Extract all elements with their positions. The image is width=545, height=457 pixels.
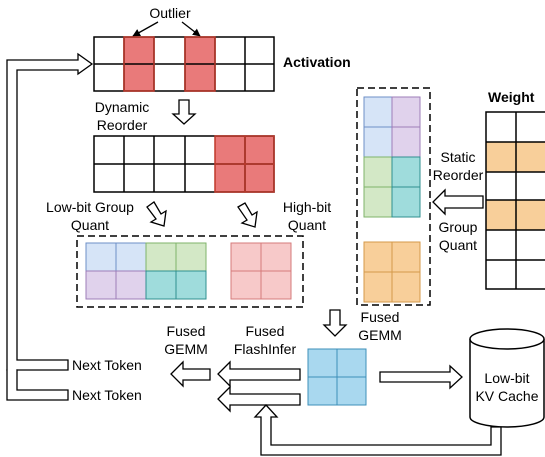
quantized-weight-group: [356, 87, 431, 306]
kv-cache-label-2: KV Cache: [475, 388, 538, 404]
next-token-label-1: Next Token: [72, 357, 142, 373]
kv-feedback-arrow: [253, 404, 502, 456]
dynamic-reorder-label-2: Reorder: [97, 117, 148, 133]
fused-gemm-top-label-1: Fused: [361, 309, 400, 325]
activation-label: Activation: [283, 54, 351, 70]
fused-flashinfer-label-2: FlashInfer: [234, 341, 297, 357]
fused-flashinfer-label-1: Fused: [246, 323, 285, 339]
outlier-label: Outlier: [149, 5, 191, 21]
quantized-activation-group: [76, 235, 304, 308]
high-bit-quant-label-1: High-bit: [283, 199, 331, 215]
low-bit-group-quant-label-1: Low-bit Group: [46, 199, 134, 215]
reordered-activation-matrix: [93, 135, 275, 193]
left-arrow-icon: [432, 188, 484, 216]
kv-cache-cylinder: [469, 328, 545, 428]
high-bit-quant-label-2: Quant: [288, 217, 326, 233]
static-reorder-label-1: Static: [440, 149, 475, 165]
kv-cache-label-1: Low-bit: [484, 370, 529, 386]
dynamic-reorder-label-1: Dynamic: [95, 99, 149, 115]
low-bit-activation-blocks: [85, 242, 207, 300]
weight-matrix: [485, 111, 545, 290]
fused-gemm-top-label-2: GEMM: [358, 327, 402, 343]
low-bit-group-quant-label-2: Quant: [71, 217, 109, 233]
diagonal-arrow-icon: [237, 202, 258, 228]
group-quant-label-2: Quant: [439, 237, 477, 253]
activation-matrix: [93, 36, 275, 92]
gemm-output-block: [307, 348, 367, 406]
fused-gemm-left-label-1: Fused: [167, 323, 206, 339]
down-arrow-icon: [322, 309, 348, 337]
right-arrow-icon: [379, 364, 463, 390]
diagonal-arrow-icon: [146, 201, 167, 227]
left-arrow-icon: [170, 360, 211, 388]
fused-gemm-left-label-2: GEMM: [164, 341, 208, 357]
group-quant-label-1: Group: [439, 219, 478, 235]
left-arrow-icon: [217, 360, 301, 388]
weight-label: Weight: [488, 89, 535, 105]
left-arrow-icon: [217, 385, 301, 413]
down-arrow-icon: [171, 99, 197, 125]
quantized-weight-blocks: [363, 96, 421, 303]
static-reorder-label-2: Reorder: [433, 167, 484, 183]
high-bit-activation-blocks: [230, 242, 292, 300]
next-token-label-2: Next Token: [72, 387, 142, 403]
